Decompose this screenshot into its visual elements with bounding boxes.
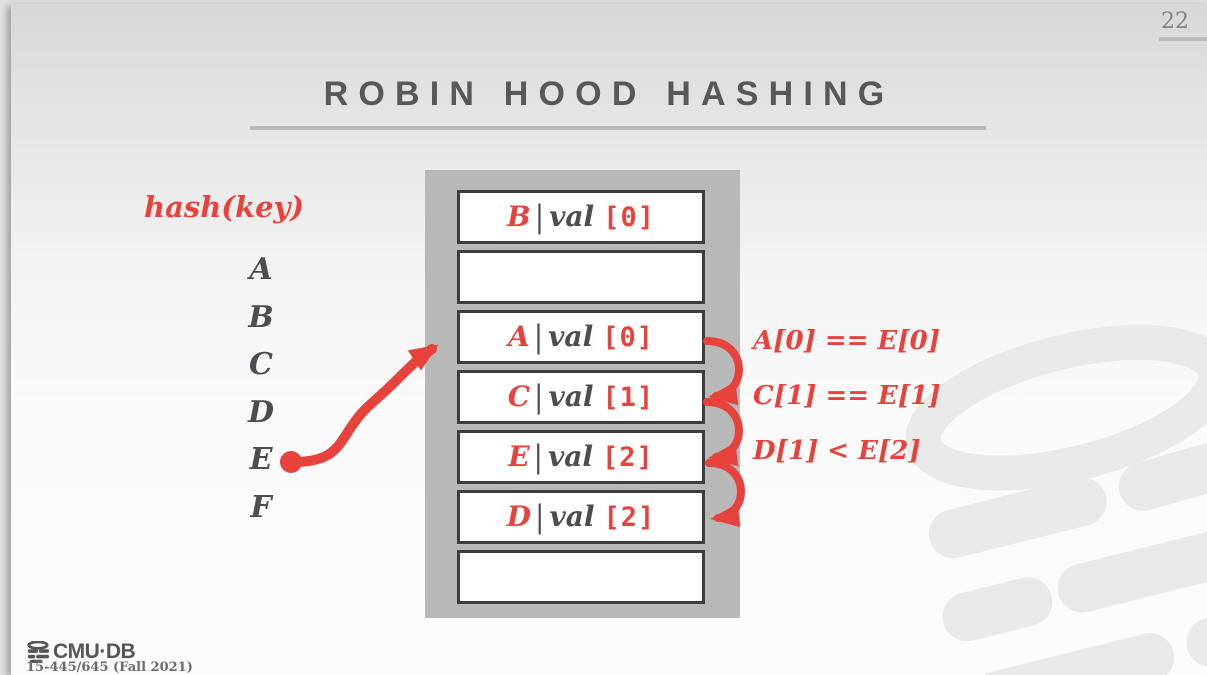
hash-function-label: hash(key) <box>144 190 305 224</box>
slot-key: A <box>507 320 530 353</box>
comparison-annotation: C[1] == E[1] <box>753 381 941 411</box>
hash-table-slot-empty <box>457 550 705 604</box>
slot-separator: | <box>534 378 544 415</box>
slot-value: val <box>549 500 595 533</box>
comparison-annotation: D[1] < E[2] <box>753 436 921 466</box>
cmu-db-logo-text: CMU·DB <box>53 640 136 663</box>
slot-index: [0] <box>603 201 655 233</box>
slot-separator: | <box>533 438 543 475</box>
database-watermark-icon <box>905 324 1207 675</box>
hash-key-letter: B <box>248 299 274 335</box>
hash-table-slot: C|val[1] <box>457 370 705 424</box>
slot-index: [0] <box>602 321 654 353</box>
hash-table-slot-empty <box>457 250 705 304</box>
comparison-list: A[0] == E[0] C[1] == E[1] D[1] < E[2] <box>753 326 941 491</box>
hash-key-letter: F <box>250 489 272 525</box>
cmu-db-logo-icon <box>27 641 50 663</box>
hash-key-letter: C <box>249 347 273 382</box>
hash-table: B|val[0]A|val[0]C|val[1]E|val[2]D|val[2] <box>425 170 740 618</box>
hash-table-slot: B|val[0] <box>457 190 705 244</box>
slot-separator: | <box>533 318 544 355</box>
slot-value: val <box>548 320 594 353</box>
hash-key-letter: D <box>247 394 274 430</box>
slot-index: [2] <box>602 441 654 473</box>
slot-index: [1] <box>602 381 655 413</box>
slide-title: ROBIN HOOD HASHING <box>323 75 895 113</box>
slot-value: val <box>549 200 595 233</box>
slot-key: E <box>508 440 530 473</box>
slot-separator: | <box>535 498 545 535</box>
title-rule <box>250 126 986 130</box>
course-label: 15-445/645 (Fall 2021) <box>26 660 193 675</box>
page-number: 22 <box>1161 9 1189 34</box>
slot-index: [2] <box>603 501 656 533</box>
comparison-annotation: A[0] == E[0] <box>753 326 941 356</box>
page-number-rule <box>1159 37 1207 41</box>
hash-key-letter: E <box>249 442 273 477</box>
hash-key-letter: A <box>249 252 273 287</box>
slot-value: val <box>548 380 594 413</box>
footer-logo: CMU·DB <box>26 640 136 664</box>
hash-table-slot: E|val[2] <box>457 430 705 484</box>
slot-separator: | <box>534 198 545 235</box>
hash-table-slot: D|val[2] <box>457 490 705 544</box>
slot-key: D <box>506 500 531 533</box>
slot-key: C <box>507 380 530 413</box>
slot-key: B <box>507 200 531 233</box>
hash-table-slot: A|val[0] <box>457 310 705 364</box>
slot-value: val <box>547 440 594 473</box>
